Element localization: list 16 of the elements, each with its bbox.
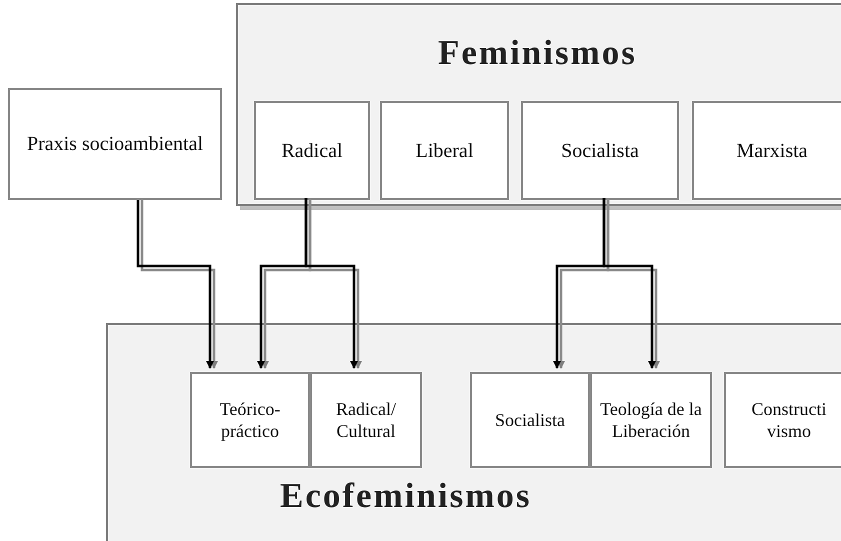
arrow [136, 200, 218, 369]
category-box: Constructi vismo [724, 372, 841, 468]
category-box: Socialista [521, 101, 679, 200]
arrow [304, 198, 362, 369]
category-box: Liberal [380, 101, 509, 200]
category-box: Teología de la Liberación [590, 372, 712, 468]
category-box: Teórico-práctico [190, 372, 310, 468]
category-box: Praxis socioambiental [8, 88, 222, 200]
category-box: Radical [254, 101, 370, 200]
group-panel [106, 323, 841, 541]
panel-title: Ecofeminismos [280, 478, 532, 513]
category-box: Radical/ Cultural [310, 372, 422, 468]
arrow [602, 198, 660, 369]
category-box: Socialista [470, 372, 590, 468]
panel-title: Feminismos [438, 35, 637, 70]
category-box: Marxista [692, 101, 841, 200]
